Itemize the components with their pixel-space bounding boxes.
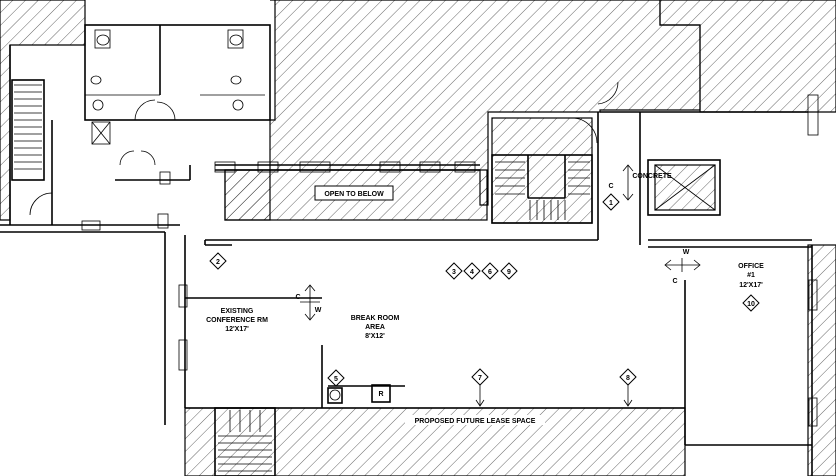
- annotation-c-office: C: [672, 278, 677, 285]
- office-label-line1: OFFICE: [738, 263, 764, 270]
- svg-text:1: 1: [609, 200, 613, 207]
- svg-text:4: 4: [470, 269, 474, 276]
- conference-label-line2: CONFERENCE RM: [206, 317, 268, 324]
- left-stair: [11, 79, 53, 216]
- keynote-marker-7: 7: [471, 368, 489, 386]
- elevator: [647, 159, 721, 216]
- svg-text:5: 5: [334, 376, 338, 383]
- office-size: 12'X17': [739, 282, 763, 289]
- future-lease-label-bg: [405, 415, 545, 425]
- keynote-marker-5: 5: [327, 369, 345, 387]
- annotation-w-office: W: [683, 249, 690, 256]
- svg-text:7: 7: [478, 375, 482, 382]
- hatch-stair-core: [491, 117, 593, 224]
- keynote-marker-4: 4: [463, 262, 481, 280]
- corridor-walls: [0, 45, 191, 233]
- svg-text:6: 6: [488, 269, 492, 276]
- break-room-size: 8'X12': [365, 333, 385, 340]
- refrigerator-label: R: [378, 391, 383, 398]
- svg-text:8: 8: [626, 375, 630, 382]
- svg-text:2: 2: [216, 259, 220, 266]
- annotation-w-conference: W: [315, 307, 322, 314]
- open-to-below-label: OPEN TO BELOW: [324, 191, 384, 198]
- break-room-label-line1: BREAK ROOM: [351, 315, 400, 322]
- conference-label-line1: EXISTING: [221, 308, 254, 315]
- center-stair: [491, 154, 593, 224]
- svg-text:9: 9: [507, 269, 511, 276]
- keynote-marker-8: 8: [619, 368, 637, 386]
- svg-text:10: 10: [747, 301, 755, 308]
- annotation-c-conference: C: [295, 294, 300, 301]
- office-label-line2: #1: [747, 272, 755, 279]
- lease-stair: [214, 407, 276, 476]
- svg-text:3: 3: [452, 269, 456, 276]
- conference-size: 12'X17': [225, 326, 249, 333]
- keynote-marker-9: 9: [500, 262, 518, 280]
- keynote-marker-10: 10: [742, 294, 760, 312]
- break-room-label-line2: AREA: [365, 324, 385, 331]
- keynote-marker-1: 1: [602, 193, 620, 211]
- concrete-label: CONCRETE: [632, 173, 672, 180]
- open-to-below-box: [314, 185, 394, 201]
- annotation-c-stair: C: [608, 183, 613, 190]
- railing-strip: [214, 161, 480, 173]
- door-arrows: [300, 164, 701, 407]
- keynote-marker-2: 2: [209, 252, 227, 270]
- keynote-marker-3: 3: [445, 262, 463, 280]
- restroom-block: [84, 24, 271, 166]
- appliances: [327, 384, 405, 404]
- future-lease-label: PROPOSED FUTURE LEASE SPACE: [415, 418, 536, 425]
- keynote-marker-6: 6: [481, 262, 499, 280]
